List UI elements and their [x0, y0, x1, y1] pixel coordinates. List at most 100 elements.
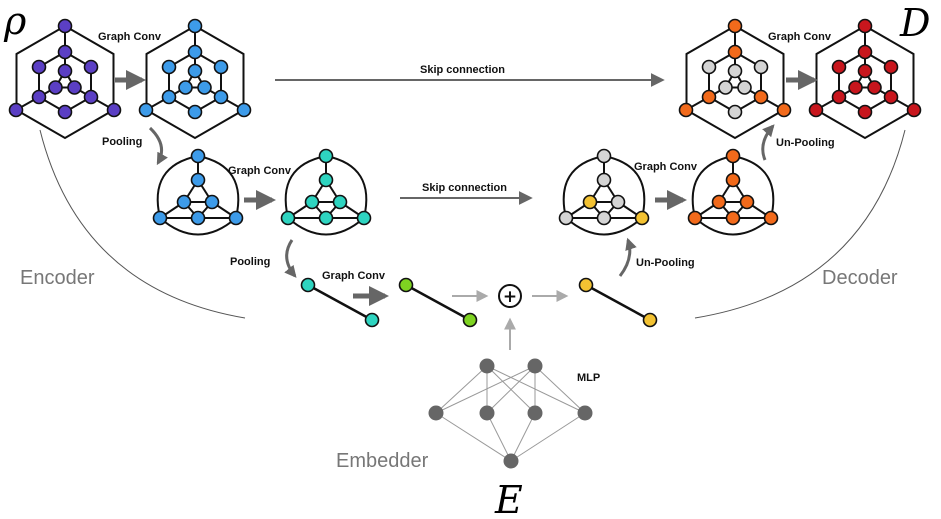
graph-conv-label-4: Graph Conv: [634, 161, 698, 173]
graph-node: [187, 63, 203, 79]
graph-node: [228, 210, 244, 226]
hex-graph-conv: [138, 18, 252, 140]
graph-node: [161, 89, 177, 105]
unpooling-label-2: Un-Pooling: [776, 137, 835, 149]
graph-node: [213, 59, 229, 75]
graph-node: [578, 277, 594, 293]
hex-graph-input: [8, 18, 122, 140]
e-symbol: E: [494, 478, 523, 519]
graph-node: [725, 210, 741, 226]
graph-node: [701, 59, 717, 75]
graph-node: [48, 80, 63, 95]
graph-node: [178, 80, 193, 95]
pooling-label-1: Pooling: [102, 136, 142, 148]
graph-node: [83, 59, 99, 75]
graph-node: [318, 148, 334, 164]
pooling-arrow-2: [284, 239, 297, 278]
graph-node: [701, 89, 717, 105]
rho-symbol: ρ: [3, 0, 27, 43]
graph-node: [808, 102, 824, 118]
mlp-node: [527, 358, 543, 374]
graph-node: [753, 89, 769, 105]
mlp-node: [527, 405, 543, 421]
graph-node: [398, 277, 414, 293]
pooling-label-2: Pooling: [230, 256, 270, 268]
graph-node: [31, 89, 47, 105]
mlp-node: [479, 405, 495, 421]
graph-node: [725, 148, 741, 164]
mlp-node: [577, 405, 593, 421]
graph-node: [57, 104, 73, 120]
tri-graph-pooled: [152, 148, 244, 236]
graph-node: [737, 80, 752, 95]
graph-node: [318, 172, 334, 188]
graph-node: [138, 102, 154, 118]
plus-icon: +: [503, 287, 517, 307]
graph-node: [596, 148, 612, 164]
graph-node: [857, 63, 873, 79]
graph-node: [596, 172, 612, 188]
graph-node: [187, 104, 203, 120]
embedder-label: Embedder: [336, 450, 429, 472]
graph-node: [596, 210, 612, 226]
graph-node: [106, 102, 122, 118]
mlp-label: MLP: [577, 372, 600, 384]
decoder-label: Decoder: [822, 267, 898, 289]
edge-graph-pooled: [300, 277, 380, 328]
graph-node: [332, 194, 348, 210]
graphs-layer: [8, 18, 922, 328]
graph-node: [727, 63, 743, 79]
graph-node: [364, 312, 380, 328]
graph-node: [462, 312, 478, 328]
graph-node: [176, 194, 192, 210]
graph-node: [204, 194, 220, 210]
graph-node: [152, 210, 168, 226]
graph-node: [67, 80, 82, 95]
unpooling-arrow-1: [618, 237, 637, 277]
graph-node: [83, 89, 99, 105]
graph-node: [718, 80, 733, 95]
graph-node: [634, 210, 650, 226]
graph-node: [57, 18, 73, 34]
skip-connection-label-1: Skip connection: [420, 64, 505, 76]
tri-graph-conv: [280, 148, 372, 236]
graph-node: [831, 89, 847, 105]
graph-node: [280, 210, 296, 226]
hex-graph-skip: [678, 18, 792, 140]
edge-graph-conv: [398, 277, 478, 328]
pooling-arrow-1: [148, 126, 168, 166]
graph-node: [711, 194, 727, 210]
unpooling-arrow-2: [761, 124, 775, 161]
graph-node: [727, 18, 743, 34]
graph-conv-label-5: Graph Conv: [768, 31, 832, 43]
graph-node: [776, 102, 792, 118]
graph-node: [753, 59, 769, 75]
d-symbol: D: [899, 1, 930, 45]
graph-node: [867, 80, 882, 95]
encoder-arc: [39, 129, 246, 319]
encoder-label: Encoder: [20, 267, 95, 289]
graph-node: [8, 102, 24, 118]
graph-node: [161, 59, 177, 75]
graph-node: [739, 194, 755, 210]
graph-node: [304, 194, 320, 210]
graph-node: [725, 172, 741, 188]
graph-node: [190, 148, 206, 164]
graph-node: [187, 18, 203, 34]
graph-conv-label-1: Graph Conv: [98, 31, 162, 43]
graph-node: [318, 210, 334, 226]
graph-node: [857, 104, 873, 120]
graph-node: [558, 210, 574, 226]
graph-node: [848, 80, 863, 95]
graph-node: [883, 59, 899, 75]
graph-node: [857, 44, 873, 60]
graph-node: [763, 210, 779, 226]
mlp-node: [503, 453, 519, 469]
graph-node: [906, 102, 922, 118]
graph-node: [356, 210, 372, 226]
graph-node: [727, 104, 743, 120]
graph-node: [190, 210, 206, 226]
mlp-node: [479, 358, 495, 374]
graph-node: [31, 59, 47, 75]
graph-node: [610, 194, 626, 210]
